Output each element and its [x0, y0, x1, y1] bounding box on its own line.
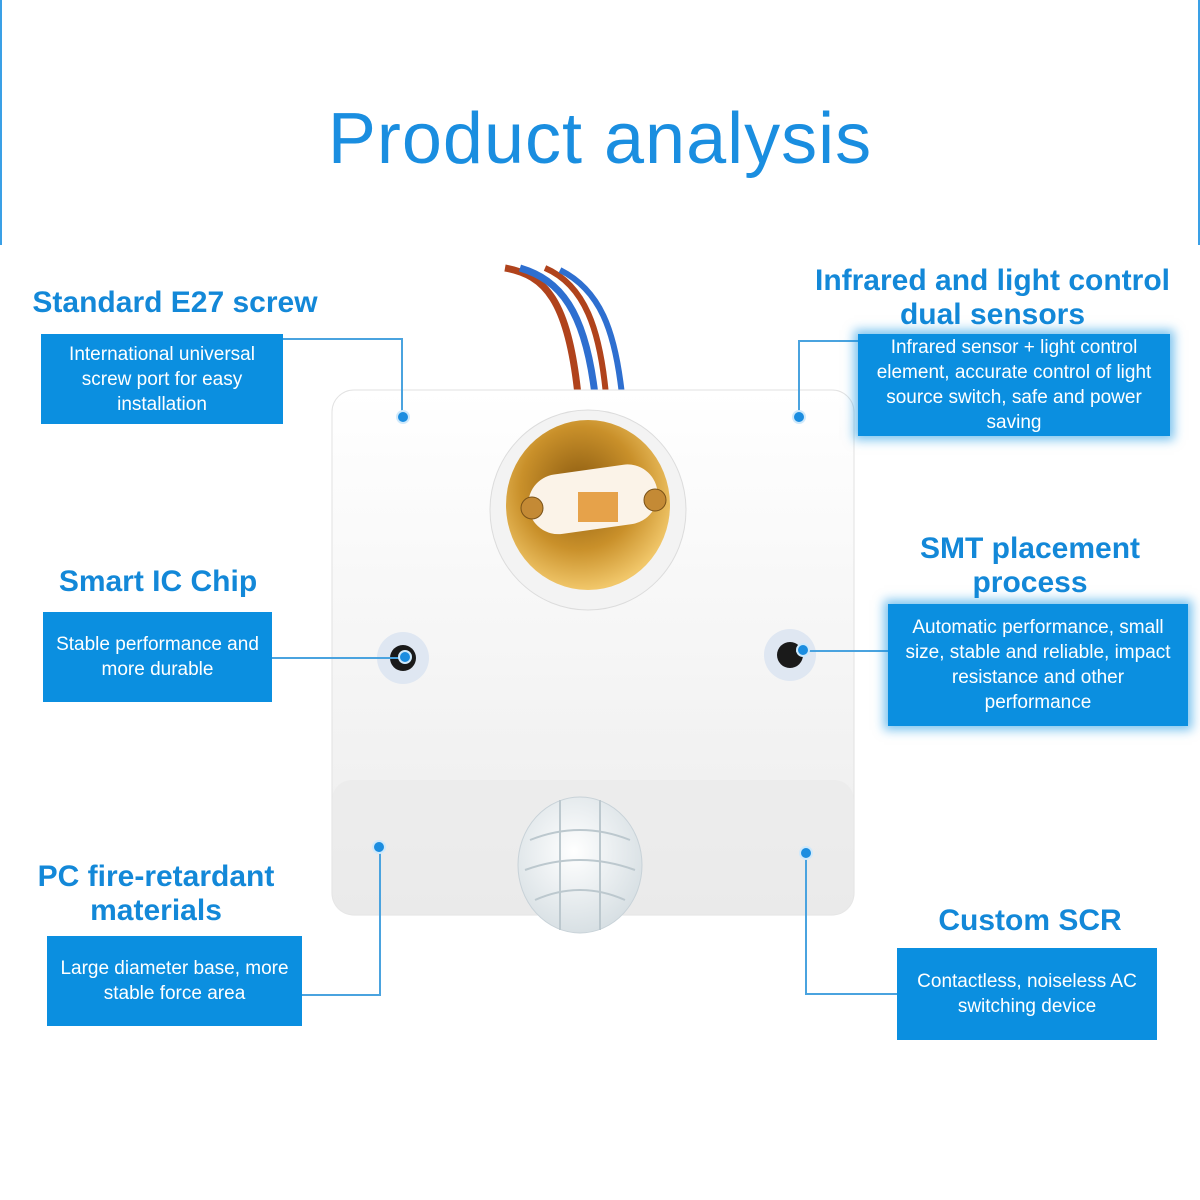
pir-lens	[517, 796, 643, 934]
right-edge-line	[1198, 0, 1200, 245]
connector-line	[798, 340, 858, 342]
feature-heading-e27-screw: Standard E27 screw	[32, 286, 318, 319]
connector-line	[798, 340, 800, 418]
feature-text-dual-sensors: Infrared sensor + light control element,…	[858, 334, 1170, 436]
left-edge-line	[0, 0, 2, 245]
feature-heading-dual-sensors: Infrared and light control dual sensors	[814, 264, 1170, 331]
callout-dot	[398, 650, 412, 664]
feature-heading-pc-materials: PC fire-retardant materials	[37, 860, 275, 927]
feature-text-custom-scr: Contactless, noiseless AC switching devi…	[897, 948, 1157, 1040]
page-title: Product analysis	[327, 99, 873, 179]
feature-heading-smt-process: SMT placement process	[919, 532, 1141, 599]
feature-text-e27-screw: International universal screw port for e…	[41, 334, 283, 424]
feature-text-pc-materials: Large diameter base, more stable force a…	[47, 936, 302, 1026]
feature-heading-smart-ic-chip: Smart IC Chip	[58, 565, 258, 598]
feature-heading-custom-scr: Custom SCR	[938, 904, 1122, 937]
connector-line	[301, 994, 381, 996]
connector-line	[805, 852, 807, 995]
callout-dot	[799, 846, 813, 860]
connector-line	[283, 338, 403, 340]
power-wires	[504, 264, 625, 396]
callout-dot	[796, 643, 810, 657]
connector-line	[805, 993, 897, 995]
callout-dot	[792, 410, 806, 424]
callout-dot	[372, 840, 386, 854]
connector-line	[796, 650, 888, 652]
connector-line	[272, 657, 400, 659]
callout-dot	[396, 410, 410, 424]
feature-text-smart-ic-chip: Stable performance and more durable	[43, 612, 272, 702]
feature-text-smt-process: Automatic performance, small size, stabl…	[888, 604, 1188, 726]
connector-line	[379, 848, 381, 996]
connector-line	[401, 338, 403, 418]
